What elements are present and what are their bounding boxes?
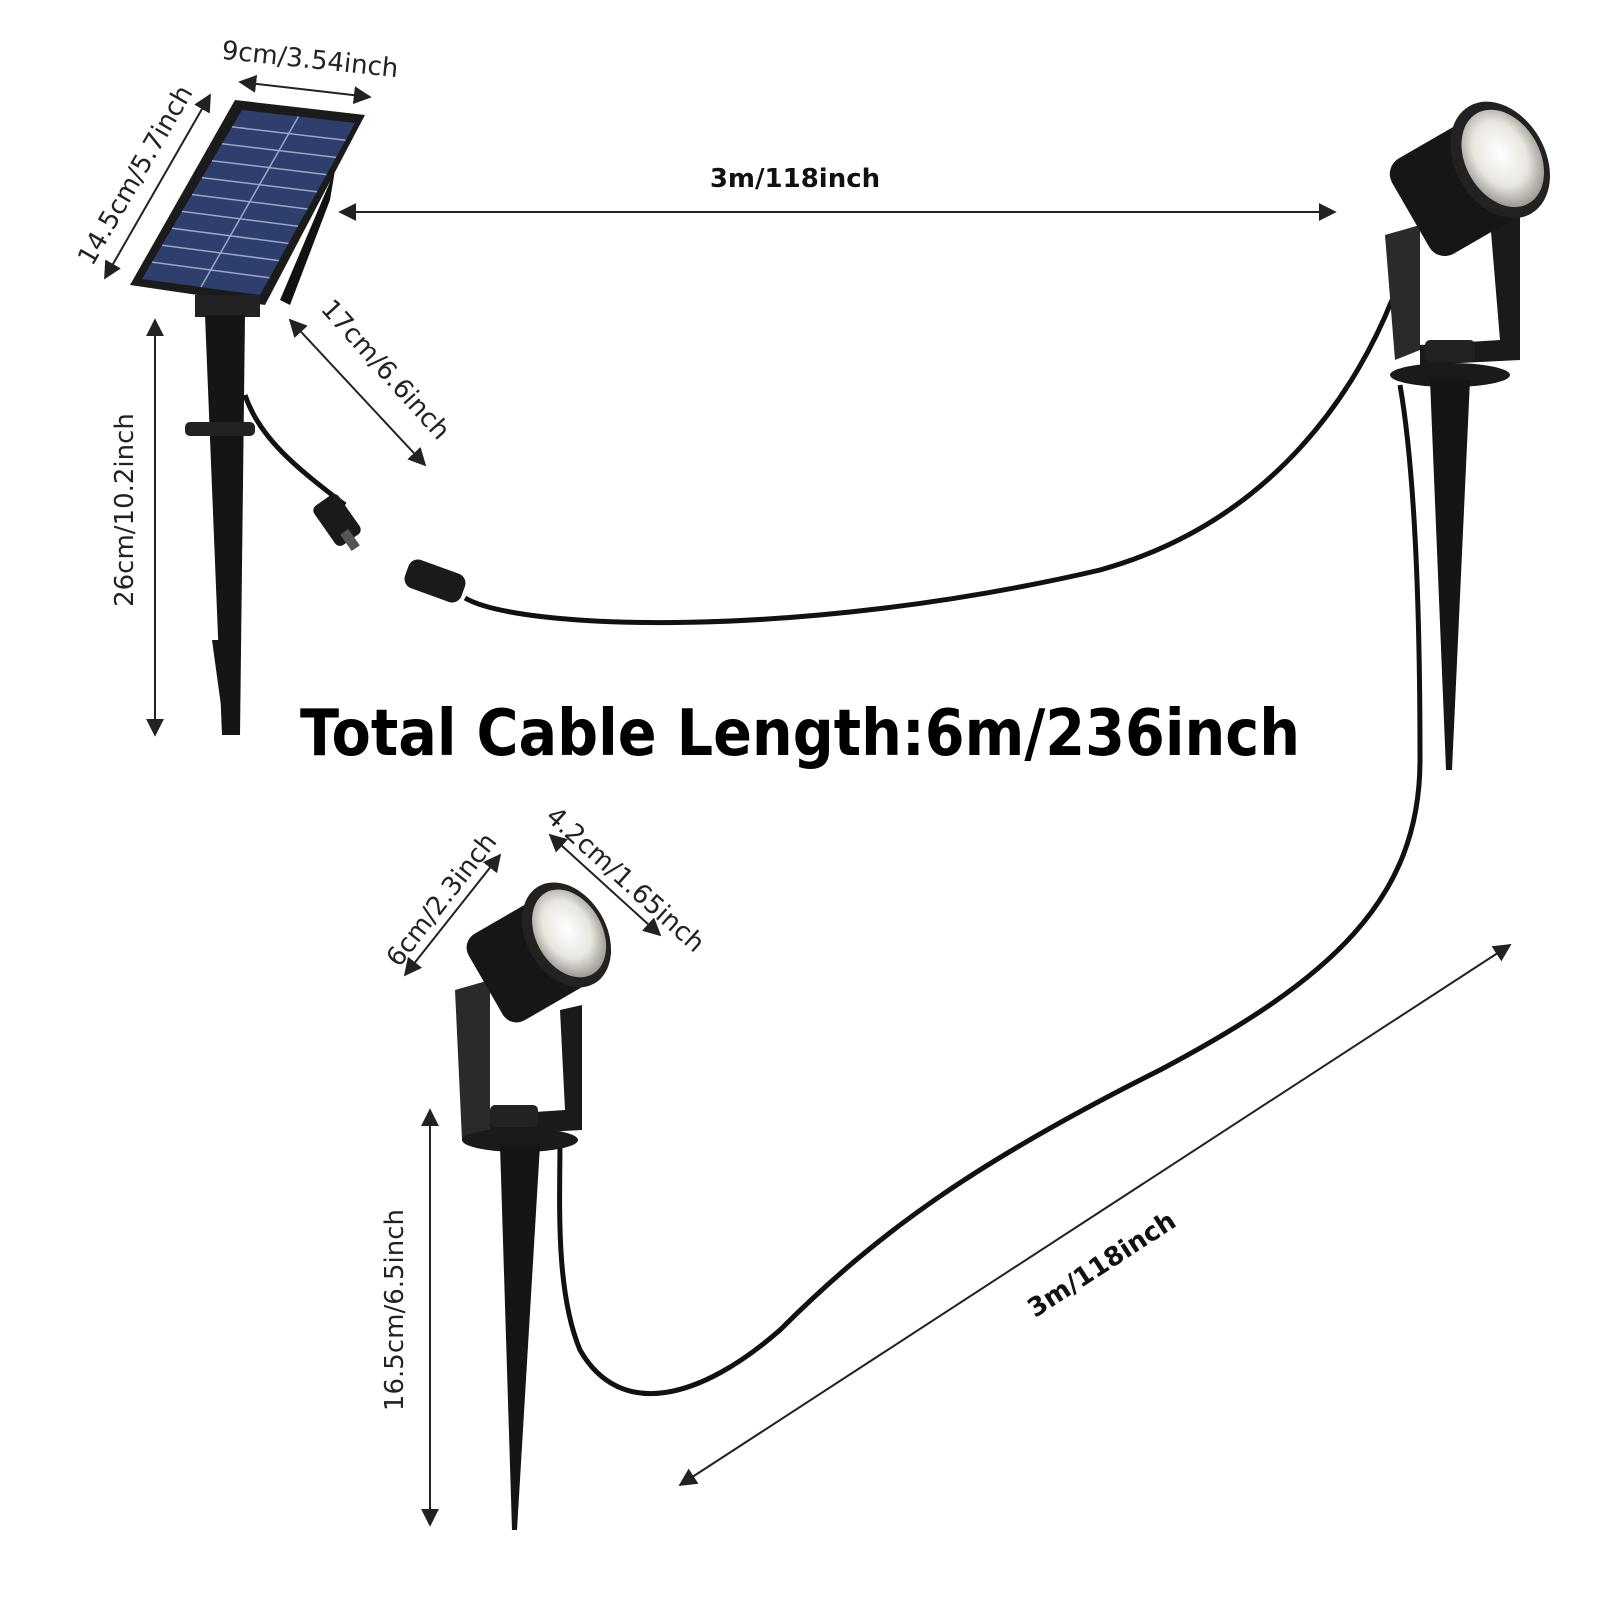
cable-light1-to-light2 bbox=[557, 384, 1423, 1396]
arrow-cable-bottom bbox=[678, 944, 1512, 1486]
cable-panel-to-connector bbox=[242, 394, 347, 507]
arrow-light-length bbox=[548, 833, 662, 937]
spotlight-bottom bbox=[455, 882, 612, 1530]
cable-connector-to-light1 bbox=[463, 299, 1395, 626]
total-cable-length-title: Total Cable Length:6m/236inch bbox=[300, 697, 1300, 771]
label-panel-stake: 26cm/10.2inch bbox=[110, 413, 140, 607]
arrow-panel-height bbox=[104, 93, 211, 280]
label-cable-top: 3m/118inch bbox=[710, 164, 880, 194]
solar-cell-line bbox=[200, 116, 300, 288]
stake-flange bbox=[185, 422, 255, 436]
label-light-stake: 16.5cm/6.5inch bbox=[380, 1209, 410, 1411]
arrow-panel-width bbox=[238, 74, 372, 105]
arrow-light-diameter bbox=[403, 853, 502, 977]
label-panel-width: 9cm/3.54inch bbox=[220, 36, 399, 84]
label-cable-bottom: 3m/118inch bbox=[1022, 1206, 1181, 1324]
solar-panel bbox=[130, 100, 365, 735]
dimension-arrows bbox=[104, 74, 1512, 1527]
arrow-panel-cable bbox=[288, 318, 427, 467]
spotlight-right bbox=[1385, 101, 1550, 770]
cables bbox=[242, 299, 1423, 1396]
connector-female bbox=[404, 559, 466, 603]
cable-connectors bbox=[313, 494, 466, 603]
